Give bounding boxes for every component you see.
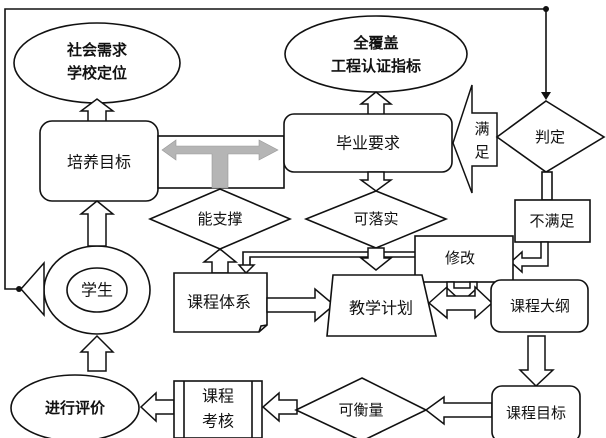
course-assessment-node: 课程 考核 <box>173 380 263 438</box>
evaluate-label: 进行评价 <box>45 399 106 417</box>
social-needs-node: 社会需求 学校定位 <box>13 22 181 104</box>
social-needs-line2: 学校定位 <box>67 64 127 82</box>
arrow-up-evaluate-to-student <box>79 334 115 372</box>
revise-to-curriculum-line-outer <box>242 251 415 265</box>
feedback-loop-line <box>4 8 547 290</box>
curriculum-system-label: 课程体系 <box>187 293 251 312</box>
course-goal-label: 课程目标 <box>506 404 566 422</box>
full-coverage-node: 全覆盖 工程认证指标 <box>284 15 468 93</box>
junction-dot-left <box>16 286 22 292</box>
revise-to-curriculum-line-inner <box>249 256 415 265</box>
arrow-left-student-feedback <box>19 261 45 317</box>
arrow-notsatisfied-to-revise <box>509 241 549 274</box>
graduation-requirement-node: 毕业要求 <box>283 113 453 173</box>
measurable-node: 可衡量 <box>294 377 428 438</box>
not-satisfied-label: 不满足 <box>529 212 574 230</box>
gray-t-arrow <box>161 139 279 189</box>
arrow-left-goal-to-measurable <box>424 395 493 426</box>
graduation-requirement-label: 毕业要求 <box>336 134 400 153</box>
course-assessment-line1: 课程 <box>202 387 234 406</box>
arrow-up-curriculum-to-support <box>201 248 239 274</box>
arrow-left-assessment-to-evaluate <box>139 391 175 423</box>
student-label: 学生 <box>81 281 113 300</box>
arrow-up-grad-to-coverage <box>358 91 394 116</box>
revise-node: 修改 <box>414 235 514 283</box>
social-needs-line1: 社会需求 <box>66 41 128 59</box>
arrow-revise-down <box>446 281 478 304</box>
syllabus-node: 课程大纲 <box>490 279 589 333</box>
can-implement-label: 可落实 <box>353 210 398 228</box>
not-satisfied-node: 不满足 <box>514 199 591 243</box>
course-assessment-line2: 考核 <box>202 412 234 431</box>
can-support-node: 能支撑 <box>147 188 293 250</box>
satisfied-line1: 满 <box>474 120 489 138</box>
arrow-up-student-to-training <box>78 200 116 247</box>
full-coverage-line2: 工程认证指标 <box>331 57 421 75</box>
judge-label: 判定 <box>535 128 565 146</box>
arrow-up-training-to-social <box>78 98 116 123</box>
syllabus-label: 课程大纲 <box>510 297 570 315</box>
measurable-label: 可衡量 <box>338 401 383 419</box>
junction-dot-top <box>543 6 549 12</box>
course-goal-node: 课程目标 <box>491 385 581 438</box>
arrow-right-curriculum-to-plan <box>266 287 336 323</box>
arrow-down-implement-to-plan <box>358 247 394 271</box>
judge-node: 判定 <box>495 100 606 173</box>
arrow-down-syllabus-to-goal <box>518 335 555 388</box>
satisfied-line2: 足 <box>474 143 489 161</box>
teaching-plan-node: 教学计划 <box>326 274 438 337</box>
arrowhead-to-curriculum <box>237 264 256 275</box>
full-coverage-line1: 全覆盖 <box>352 34 398 52</box>
arrowhead-to-judge <box>541 92 551 100</box>
teaching-plan-label: 教学计划 <box>349 299 413 318</box>
revise-label: 修改 <box>445 249 475 267</box>
evaluate-node: 进行评价 <box>10 374 140 438</box>
arrow-left-measurable-to-assessment <box>261 391 298 423</box>
satisfied-arrow: 满 足 <box>452 84 498 194</box>
arrow-down-grad-to-implement <box>358 171 394 192</box>
student-node: 学生 <box>43 245 151 335</box>
curriculum-system-node: 课程体系 <box>173 272 268 333</box>
can-support-label: 能支撑 <box>197 210 242 228</box>
training-goal-label: 培养目标 <box>67 153 131 172</box>
training-goal-node: 培养目标 <box>39 120 159 202</box>
connector-judge-to-notsatisfied <box>541 171 553 201</box>
